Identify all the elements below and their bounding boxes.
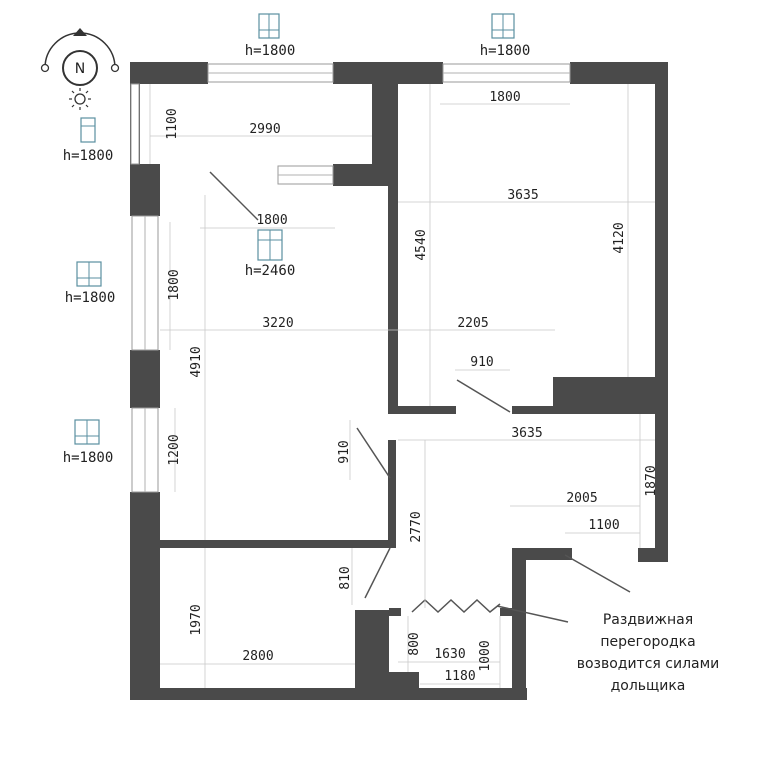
dim-1630: 1630 xyxy=(434,647,465,662)
door-entrance xyxy=(564,554,631,593)
wall-bedroom-right xyxy=(388,440,396,548)
wall-top-left xyxy=(130,62,208,84)
dim-4540: 4540 xyxy=(414,229,429,260)
dimension-lines xyxy=(149,84,655,688)
wall-top-right xyxy=(570,62,668,84)
dim-1100-loggia: 1100 xyxy=(165,108,180,139)
note-line-1: Раздвижная xyxy=(603,612,693,628)
wall-bottom-left xyxy=(130,688,360,700)
compass: N xyxy=(40,28,120,110)
sun-icon xyxy=(69,88,91,110)
north-arrow-icon xyxy=(73,28,87,36)
wall-living-bottom xyxy=(396,406,456,414)
window-height-markers: h=1800 h=1800 h=1800 h=1800 h=1800 xyxy=(63,13,531,466)
dim-3635-mid: 3635 xyxy=(511,426,542,441)
dim-2800: 2800 xyxy=(242,649,273,664)
dim-1870: 1870 xyxy=(644,465,659,496)
wall-step-vertical xyxy=(512,548,526,700)
door-icon xyxy=(257,229,283,261)
dim-1800-left: 1800 xyxy=(167,269,182,300)
walls xyxy=(130,62,668,700)
window-icon xyxy=(76,261,102,287)
window-height-left-upper: h=1800 xyxy=(63,148,114,164)
window-height-left-lower: h=1800 xyxy=(63,450,114,466)
door-bedroom xyxy=(356,427,391,479)
door-living xyxy=(456,379,511,413)
wall-bath-bottom xyxy=(389,672,419,688)
wall-center-vertical xyxy=(388,84,398,414)
window-height-top-right: h=1800 xyxy=(480,43,531,59)
note-line-4: дольщика xyxy=(611,678,686,694)
window-icon xyxy=(258,13,280,39)
wall-step-horizontal xyxy=(512,548,572,560)
wall-kitchen-block xyxy=(553,377,655,414)
dim-2005: 2005 xyxy=(566,491,597,506)
wall-left-1 xyxy=(130,164,160,216)
dim-2990: 2990 xyxy=(249,122,280,137)
dim-910-left: 910 xyxy=(337,440,352,463)
dim-3635-top: 3635 xyxy=(507,188,538,203)
door-small-bedroom xyxy=(364,547,391,599)
window-left-loggia xyxy=(130,83,140,165)
window-height-left-middle: h=1800 xyxy=(65,290,116,306)
wall-bottom-right xyxy=(355,688,527,700)
note-line-2: перегородка xyxy=(600,634,695,650)
sliding-partition xyxy=(411,598,501,614)
dim-1200: 1200 xyxy=(167,434,182,465)
doors xyxy=(209,171,631,614)
wall-right-outer xyxy=(655,62,668,432)
wall-bath-top xyxy=(389,608,401,616)
dim-1100-right: 1100 xyxy=(588,518,619,533)
dim-4910: 4910 xyxy=(189,346,204,377)
partition-note: Раздвижная перегородка возводится силами… xyxy=(496,605,720,694)
dim-1800-top-right: 1800 xyxy=(489,90,520,105)
dim-2770: 2770 xyxy=(409,511,424,542)
door-balcony xyxy=(209,171,259,221)
note-line-3: возводится силами xyxy=(577,656,720,672)
window-icon xyxy=(74,419,100,445)
dim-3220: 3220 xyxy=(262,316,293,331)
wall-small-bedroom-top xyxy=(160,540,392,548)
dim-910-right: 910 xyxy=(470,355,493,370)
window-icon xyxy=(491,13,515,39)
window-icon xyxy=(80,117,96,143)
window-height-top-left: h=1800 xyxy=(245,43,296,59)
note-leader-line xyxy=(496,605,569,623)
dim-1180: 1180 xyxy=(444,669,475,684)
balcony-door-height: h=2460 xyxy=(245,263,296,279)
wall-bath-right-top xyxy=(500,608,512,616)
dim-1800-door: 1800 xyxy=(256,213,287,228)
dim-800: 800 xyxy=(407,632,422,655)
wall-right-stub xyxy=(638,548,668,562)
wall-top-middle xyxy=(333,62,443,84)
wall-left-2 xyxy=(130,350,160,408)
wall-loggia-inner xyxy=(333,164,378,186)
dim-1000: 1000 xyxy=(478,640,493,671)
dim-1970: 1970 xyxy=(189,604,204,635)
wall-right-lower xyxy=(655,432,668,562)
wall-bath-left xyxy=(355,610,389,700)
dim-2205: 2205 xyxy=(457,316,488,331)
compass-north-label: N xyxy=(75,61,85,77)
dimension-labels: 1100 2990 1800 3635 4540 4120 1800 1800 … xyxy=(165,90,659,684)
wall-left-3 xyxy=(130,492,160,690)
wall-windows xyxy=(130,63,571,493)
dim-4120: 4120 xyxy=(612,222,627,253)
dim-810: 810 xyxy=(338,566,353,589)
